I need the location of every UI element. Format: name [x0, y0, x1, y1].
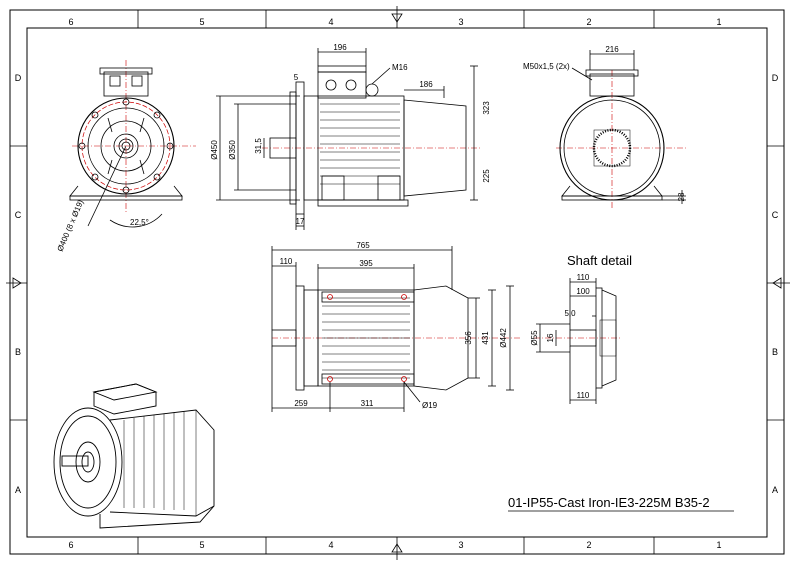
dim-17: 17 — [296, 217, 305, 226]
zone-col-3: 3 — [458, 17, 463, 27]
angle-label: 22,5° — [130, 218, 149, 227]
dim-110-top: 110 — [280, 257, 293, 266]
zone-row-a: A — [15, 485, 21, 495]
zone-col-6: 6 — [68, 17, 73, 27]
zone-row-c: C — [15, 210, 22, 220]
zone-col-3-bottom: 3 — [458, 540, 463, 550]
shaft-dim-55: Ø55 — [530, 330, 539, 346]
dim-431: 431 — [481, 331, 490, 345]
top-view — [271, 246, 520, 412]
shaft-dim-5-0: 5,0 — [564, 309, 576, 318]
dim-31-5: 31,5 — [254, 138, 263, 154]
dim-323: 323 — [482, 101, 491, 115]
dim-395: 395 — [359, 259, 373, 268]
drawing-title: 01-IP55-Cast Iron-IE3-225M B35-2 — [508, 495, 710, 510]
shaft-dim-110-bottom: 110 — [577, 391, 590, 400]
dim-196: 196 — [333, 43, 347, 52]
dim-19: Ø19 — [422, 401, 438, 410]
dim-5-side: 5 — [294, 73, 299, 82]
zone-labels: 6 5 4 3 2 1 6 5 4 3 2 1 D C B A D C B A — [15, 17, 779, 550]
zone-ticks — [10, 10, 784, 554]
dim-442: Ø442 — [499, 328, 508, 348]
shaft-dim-110-top: 110 — [577, 273, 590, 282]
dim-225: 225 — [482, 169, 491, 183]
zone-row-a-right: A — [772, 485, 778, 495]
zone-col-5: 5 — [199, 17, 204, 27]
zone-col-1: 1 — [716, 17, 721, 27]
zone-col-2: 2 — [586, 17, 591, 27]
zone-col-5-bottom: 5 — [199, 540, 204, 550]
isometric-view — [53, 383, 215, 529]
shaft-dim-16: 16 — [546, 333, 555, 342]
dim-356: 356 — [464, 331, 473, 345]
zone-row-b: B — [15, 347, 21, 357]
zone-row-d: D — [15, 73, 22, 83]
sheet-frame — [9, 9, 785, 555]
dim-28: 28 — [677, 192, 686, 201]
zone-row-b-right: B — [772, 347, 778, 357]
dim-450: Ø450 — [210, 140, 219, 160]
dim-765: 765 — [356, 241, 370, 250]
front-view — [69, 60, 196, 228]
pcd-label: Ø400 (8 x Ø19) — [56, 198, 86, 253]
shaft-dim-100: 100 — [576, 287, 590, 296]
zone-row-d-right: D — [772, 73, 779, 83]
rear-view — [556, 50, 688, 210]
zone-col-2-bottom: 2 — [586, 540, 591, 550]
zone-col-4: 4 — [328, 17, 333, 27]
dim-259: 259 — [294, 399, 308, 408]
zone-row-c-right: C — [772, 210, 779, 220]
dim-311: 311 — [361, 399, 374, 408]
dim-186: 186 — [419, 80, 433, 89]
shaft-detail-title: Shaft detail — [567, 253, 632, 268]
dim-216: 216 — [605, 45, 619, 54]
side-view — [216, 48, 480, 230]
zone-col-4-bottom: 4 — [328, 540, 333, 550]
zone-col-1-bottom: 1 — [716, 540, 721, 550]
zone-col-6-bottom: 6 — [68, 540, 73, 550]
dim-350: Ø350 — [228, 140, 237, 160]
dim-m16: M16 — [392, 63, 408, 72]
dim-m50: M50x1,5 (2x) — [523, 62, 570, 71]
shaft-detail — [534, 278, 622, 404]
centering-marks — [6, 6, 790, 560]
